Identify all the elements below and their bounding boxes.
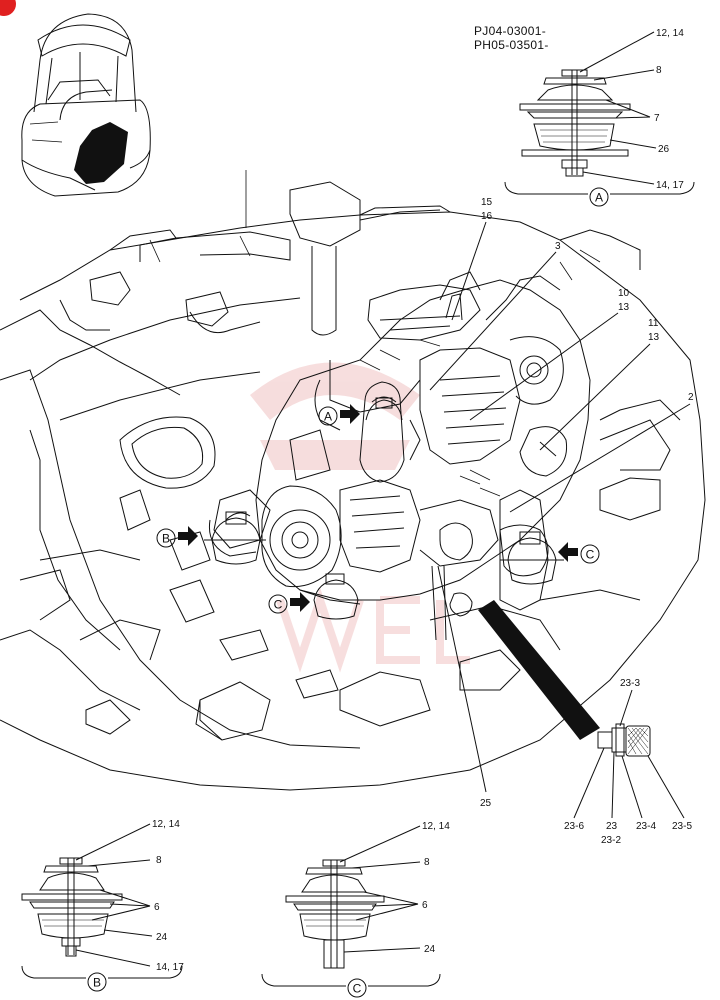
- callout-a-8: 8: [656, 65, 662, 76]
- detail-view-a: A 12, 14 8 7 26 14, 17: [504, 28, 695, 207]
- callout-3: 3: [555, 241, 561, 252]
- pointer-a: A: [318, 404, 360, 426]
- callout-15: 15: [481, 197, 493, 208]
- mount-front-right: [500, 531, 564, 585]
- pointer-b: B: [156, 526, 198, 548]
- arrow-right-icon: [290, 592, 310, 612]
- callout-10: 10: [618, 288, 630, 299]
- callout-25: 25: [480, 798, 492, 809]
- callout-b-24: 24: [156, 932, 168, 943]
- pointer-letter-c-left: C: [274, 598, 283, 612]
- callout-13-b: 13: [648, 332, 660, 343]
- callout-13-a: 13: [618, 302, 630, 313]
- mount-front-left: [204, 511, 266, 565]
- callout-c-12-14: 12, 14: [422, 821, 450, 832]
- callout-b-6: 6: [154, 902, 160, 913]
- callout-b-14-17: 14, 17: [156, 962, 184, 973]
- callout-23-3: 23-3: [620, 678, 640, 689]
- pointer-letter-b: B: [162, 532, 170, 546]
- mount-rear-top: [365, 397, 403, 421]
- callout-b-12-14: 12, 14: [152, 819, 180, 830]
- engine-assembly-drawing: [208, 271, 591, 641]
- detail-view-c: C 12, 14 8 6 24: [261, 821, 450, 998]
- pointer-c-left: C: [268, 592, 310, 614]
- watermark-logo: [250, 362, 470, 673]
- detail-drain-plug: 23-3 23-6 23 23-2 23-4 23-5: [564, 678, 692, 846]
- detail-leader-wedge: [478, 600, 600, 740]
- callout-c-6: 6: [422, 900, 428, 911]
- callout-a-14-17: 14, 17: [656, 180, 684, 191]
- main-view-callouts: 15 16 3 10 13 11 13 2 25: [429, 197, 694, 809]
- pointer-letter-c-right: C: [586, 548, 595, 562]
- mount-rear-left: [313, 573, 359, 620]
- callout-2: 2: [688, 392, 694, 403]
- upper-frame-drawing: [0, 170, 706, 791]
- serial-number-1: PJ04-03001-: [474, 24, 547, 38]
- arrow-right-icon: [178, 526, 198, 546]
- callout-11: 11: [648, 318, 659, 329]
- callout-a-26: 26: [658, 144, 670, 155]
- view-letter-c: C: [353, 982, 362, 996]
- detail-view-b: B 12, 14 8 6 24 14, 17: [21, 819, 184, 992]
- serial-number-2: PH05-03501-: [474, 38, 549, 52]
- corner-badge-icon: [0, 0, 16, 16]
- view-letter-a: A: [595, 191, 603, 205]
- view-letter-b: B: [93, 976, 101, 990]
- callout-c-8: 8: [424, 857, 430, 868]
- arrow-right-icon: [340, 404, 360, 424]
- callout-23: 23: [606, 821, 618, 832]
- callout-23-2: 23-2: [601, 835, 621, 846]
- callout-a-7: 7: [654, 113, 660, 124]
- callout-a-12-14: 12, 14: [656, 28, 684, 39]
- callout-23-5: 23-5: [672, 821, 692, 832]
- callout-23-6: 23-6: [564, 821, 584, 832]
- excavator-locator-icon: [21, 13, 151, 197]
- callout-b-8: 8: [156, 855, 162, 866]
- callout-c-24: 24: [424, 944, 436, 955]
- arrow-left-icon: [558, 542, 578, 562]
- pointer-letter-a: A: [324, 410, 332, 424]
- pointer-c-right: C: [558, 542, 600, 564]
- callout-23-4: 23-4: [636, 821, 656, 832]
- callout-16: 16: [481, 211, 493, 222]
